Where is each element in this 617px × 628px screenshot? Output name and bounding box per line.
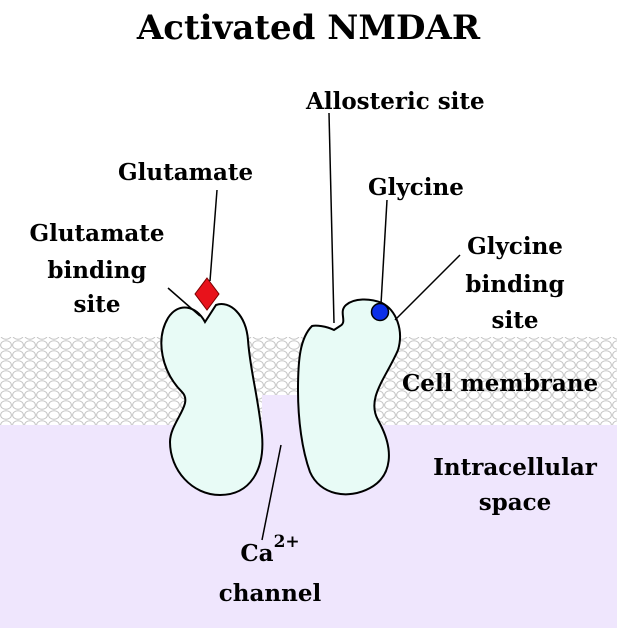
left-receptor-subunit bbox=[160, 303, 264, 497]
diagram-title: Activated NMDAR bbox=[136, 8, 481, 48]
cell-membrane-label: Cell membrane bbox=[402, 370, 599, 397]
allosteric-site-label: Allosteric site bbox=[306, 88, 485, 115]
glutamate-binding-site-line-2: binding bbox=[47, 257, 147, 284]
allosteric-site-leader-line bbox=[328, 112, 335, 324]
ca-ion-label: Ca2+ bbox=[210, 534, 330, 568]
glutamate-leader-line bbox=[209, 189, 218, 282]
glycine-label: Glycine bbox=[368, 174, 464, 201]
right-receptor-subunit bbox=[296, 298, 401, 496]
glycine-binding-site-line-1: Glycine bbox=[467, 233, 563, 260]
glycine-binding-site-line-3: site bbox=[491, 307, 539, 334]
glutamate-binding-site-leader-line bbox=[167, 287, 201, 317]
glycine-binding-site-line-2: binding bbox=[465, 271, 565, 298]
ca-ion-symbol: Ca bbox=[240, 540, 274, 567]
intracellular-space-line-2: space bbox=[478, 489, 552, 516]
glycine-molecule-icon bbox=[370, 302, 390, 322]
ca-ion-charge: 2+ bbox=[273, 532, 300, 552]
intracellular-space-line-1: Intracellular bbox=[433, 454, 597, 481]
glycine-binding-site-leader-line bbox=[394, 254, 461, 321]
leader-lines bbox=[167, 112, 461, 541]
glutamate-binding-site-line-1: Glutamate bbox=[29, 220, 165, 247]
channel-word-label: channel bbox=[218, 580, 322, 607]
channel-gap bbox=[262, 395, 302, 425]
glycine-leader-line bbox=[380, 199, 388, 305]
ca-channel-leader-line bbox=[261, 444, 282, 541]
glutamate-molecule-icon bbox=[194, 277, 220, 311]
glutamate-binding-site-line-3: site bbox=[73, 291, 121, 318]
glutamate-label: Glutamate bbox=[118, 159, 254, 186]
